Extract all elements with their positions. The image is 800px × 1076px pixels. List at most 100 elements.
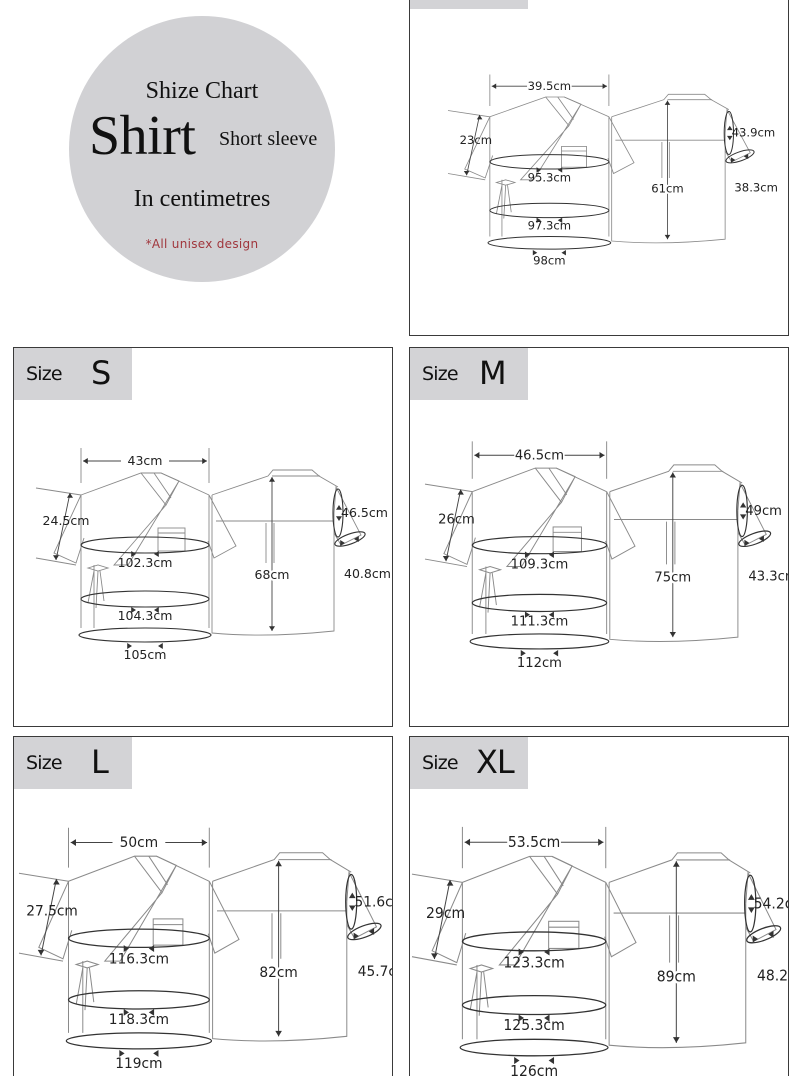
armhole-arrow-bottom — [748, 907, 755, 914]
hem-arrow-right — [158, 643, 163, 649]
back-right-sleeve — [737, 481, 767, 546]
size-value: S — [91, 354, 111, 392]
size-value: L — [91, 743, 109, 781]
shirt-drawing: 43cm24.5cm102.3cm104.3cm105cm46.5cm40.8c… — [35, 448, 391, 662]
sleeve-length-label: 29cm — [426, 905, 465, 921]
sleeve-arrow-bottom — [37, 949, 45, 956]
sleeve-dim-line — [466, 114, 481, 176]
waist-arrow-left — [518, 1014, 524, 1022]
length-arrow-bottom — [275, 1030, 282, 1037]
hem-label: 112cm — [517, 656, 562, 671]
chest-ellipse — [489, 154, 610, 170]
waist-arrow-left — [123, 1008, 129, 1016]
back-pleat — [669, 915, 680, 963]
front-shoulder-line — [68, 855, 210, 882]
length-label: 75cm — [654, 570, 691, 585]
sleeve-opening-arrow-right — [743, 153, 749, 160]
front-pocket — [548, 920, 580, 949]
front-collar — [498, 855, 573, 966]
waist-label: 111.3cm — [511, 614, 569, 629]
shoulder-arrow-left — [491, 83, 497, 89]
armhole-arrow-bottom — [727, 135, 733, 141]
sleeve-opening-arrow-left — [744, 539, 750, 547]
back-pleat — [271, 913, 282, 959]
back-pleat — [265, 523, 275, 563]
hem-arrow-left — [127, 643, 132, 649]
chest-ellipse — [471, 535, 608, 555]
back-view: 54.2cm48.2cm89cm — [608, 852, 789, 1049]
sleeve-opening-ellipse — [725, 149, 755, 164]
front-shoulder-line — [489, 96, 610, 118]
shirt-drawing: 53.5cm29cm123.3cm125.3cm126cm54.2cm48.2c… — [411, 826, 789, 1076]
hem-label: 98cm — [533, 254, 565, 268]
shirt-diagram: 46.5cm26cm109.3cm111.3cm112cm49cm43.3cm7… — [424, 441, 789, 671]
sleeve-length-label: 23cm — [460, 133, 492, 147]
shoulder-width-label: 39.5cm — [528, 79, 572, 93]
front-collar — [505, 467, 576, 568]
sleeve-dim-line — [55, 492, 71, 561]
chest-arrow-left — [131, 551, 136, 557]
sleeve-extent-top — [424, 483, 473, 493]
length-arrow-bottom — [669, 632, 676, 638]
size-word: Size — [422, 752, 459, 774]
chest-arrow-right — [148, 945, 155, 952]
waist-arrow-right — [544, 1014, 550, 1022]
armhole-label: 46.5cm — [341, 505, 388, 520]
front-right-sleeve — [605, 491, 636, 560]
size-chart-badge: Shize Chart Shirt Short sleeve In centim… — [69, 16, 335, 282]
armhole-ellipse — [744, 874, 757, 933]
sleeve-opening-arrow-left — [353, 932, 359, 940]
chest-arrow-left — [524, 551, 530, 558]
size-tab: Size L — [14, 737, 132, 789]
badge-style: Short sleeve — [219, 128, 318, 150]
hem-label: 105cm — [124, 647, 167, 662]
sleeve-arrow-top — [457, 489, 464, 495]
hem-arrow-left — [520, 650, 526, 657]
length-arrow-top — [269, 477, 275, 482]
front-left-sleeve — [431, 882, 467, 964]
sleeve-opening-ellipse — [334, 531, 366, 547]
chest-label: 116.3cm — [109, 951, 169, 967]
shoulder-width-label: 50cm — [120, 835, 158, 851]
length-arrow-top — [669, 472, 676, 478]
back-body-outline — [212, 881, 348, 1042]
hem-ellipse — [459, 1038, 609, 1057]
armhole-ellipse — [736, 484, 748, 538]
chest-ellipse — [67, 928, 210, 949]
armhole-label: 54.2cm — [754, 896, 789, 912]
length-arrow-top — [664, 100, 671, 105]
front-tie — [74, 960, 100, 1011]
waist-arrow-right — [154, 607, 159, 613]
chest-ellipse — [461, 931, 607, 952]
sleeve-arrow-top — [67, 493, 73, 498]
shirt-drawing: 39.5cm23cm95.3cm97.3cm98cm43.9cm38.3cm61… — [447, 74, 778, 268]
waist-ellipse — [80, 590, 210, 608]
chest-label: 109.3cm — [511, 558, 569, 573]
waist-arrow-left — [131, 607, 136, 613]
waist-label: 125.3cm — [503, 1018, 564, 1034]
waist-arrow-right — [557, 217, 563, 223]
size-tab — [410, 0, 528, 9]
armhole-arrow-top — [740, 502, 747, 508]
length-arrow-bottom — [664, 234, 671, 240]
chest-arrow-left — [518, 948, 524, 956]
chest-ellipse — [80, 536, 210, 554]
shoulder-arrow-left — [464, 838, 471, 846]
waist-label: 118.3cm — [109, 1012, 169, 1028]
armhole-label: 51.6cm — [355, 894, 394, 910]
front-left-sleeve — [443, 491, 476, 566]
sleeve-arrow-bottom — [442, 556, 450, 562]
back-pleat — [666, 521, 676, 565]
length-label: 68cm — [255, 567, 290, 582]
armhole-arrow-top — [727, 125, 733, 131]
front-left-sleeve — [464, 116, 494, 179]
sleeve-opening-arrow-right — [768, 930, 774, 938]
front-tie — [468, 964, 495, 1016]
armhole-arrow-bottom — [349, 905, 356, 911]
length-arrow-bottom — [672, 1037, 680, 1043]
sleeve-opening-label: 43.3cm — [748, 569, 789, 584]
